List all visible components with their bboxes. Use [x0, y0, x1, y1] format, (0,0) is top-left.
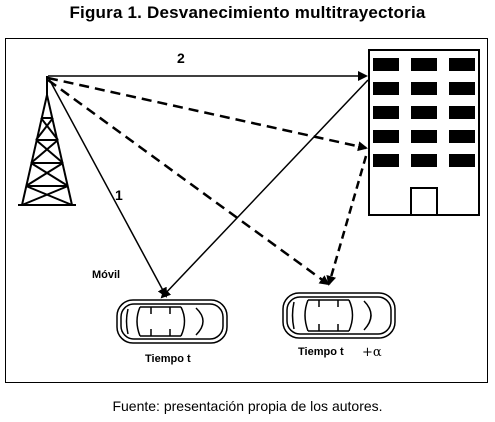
path-dashed-to-car-right: [47, 78, 330, 286]
figure-title: Figura 1. Desvanecimiento multitrayector…: [69, 3, 426, 22]
car-right-alpha: +α: [362, 345, 382, 360]
antenna-tower-icon: [18, 76, 76, 206]
diagram-frame: [5, 38, 488, 383]
car-right-label: Tiempo t: [298, 346, 344, 358]
path-direct-1: [47, 76, 167, 298]
car-left-icon: [116, 299, 228, 344]
signal-paths: [47, 71, 369, 299]
mobile-label: Móvil: [92, 269, 121, 281]
car-right-icon: [282, 292, 396, 339]
path-reflected-2-return: [160, 79, 369, 299]
path-dashed-to-building: [47, 76, 368, 152]
path-dashed-building-to-car: [326, 155, 368, 286]
building-icon: [368, 49, 480, 216]
path-label-1: 1: [115, 187, 123, 203]
car-left-label: Tiempo t: [145, 353, 191, 365]
figure-caption: Fuente: presentación propia de los autor…: [112, 398, 383, 414]
path-label-2: 2: [177, 50, 185, 66]
